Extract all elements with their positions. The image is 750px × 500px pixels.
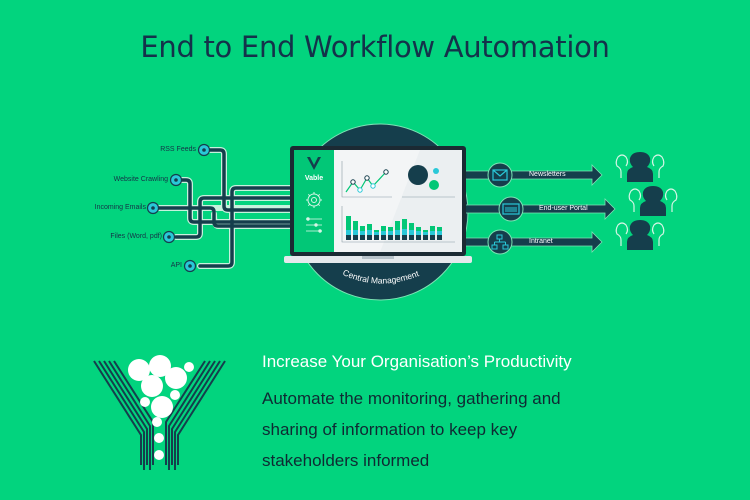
tagline: Increase Your Organisation’s Productivit… bbox=[262, 352, 572, 371]
source-label-incoming-emails: Incoming Emails bbox=[94, 204, 146, 211]
source-label-files: Files (Word, pdf) bbox=[110, 233, 162, 240]
sliders-icon bbox=[306, 217, 322, 233]
browser-window-icon bbox=[498, 196, 524, 222]
bubble-chart bbox=[402, 165, 455, 198]
channel-label-end-user-portal: End-user Portal bbox=[539, 205, 588, 212]
api-node-icon bbox=[183, 259, 197, 273]
user-group-icon bbox=[628, 186, 678, 216]
description-line: stakeholders informed bbox=[262, 451, 430, 470]
vable-y-logo-icon bbox=[93, 360, 226, 470]
input-wires bbox=[150, 147, 303, 269]
vable-logo-icon bbox=[307, 157, 321, 170]
laptop: Vable bbox=[284, 146, 472, 263]
network-tree-icon bbox=[487, 229, 513, 255]
website-node-icon bbox=[169, 173, 183, 187]
source-nodes bbox=[146, 143, 211, 273]
rss-node-icon bbox=[197, 143, 211, 157]
user-group-icon bbox=[615, 152, 665, 182]
gear-icon bbox=[306, 192, 322, 208]
channel-label-newsletters: Newsletters bbox=[529, 171, 566, 178]
source-label-website-crawling: Website Crawling bbox=[113, 176, 168, 183]
source-label-rss: RSS Feeds bbox=[160, 146, 196, 153]
email-node-icon bbox=[146, 201, 160, 215]
footer-text-block: Increase Your Organisation’s Productivit… bbox=[262, 352, 732, 476]
envelope-icon bbox=[487, 162, 513, 188]
line-chart bbox=[341, 161, 392, 198]
source-label-api: API bbox=[170, 262, 182, 269]
page-title: End to End Workflow Automation bbox=[140, 30, 610, 64]
output-arrows bbox=[461, 162, 616, 255]
bubbles-icon bbox=[128, 355, 194, 460]
stakeholder-groups bbox=[615, 152, 678, 250]
bar-chart bbox=[341, 206, 455, 243]
user-group-icon bbox=[615, 220, 665, 250]
description-line: Automate the monitoring, gathering and bbox=[262, 389, 561, 408]
svg-text:Vable: Vable bbox=[305, 175, 323, 182]
channel-label-intranet: Intranet bbox=[529, 238, 553, 245]
description-line: sharing of information to keep key bbox=[262, 420, 518, 439]
files-node-icon bbox=[162, 230, 176, 244]
